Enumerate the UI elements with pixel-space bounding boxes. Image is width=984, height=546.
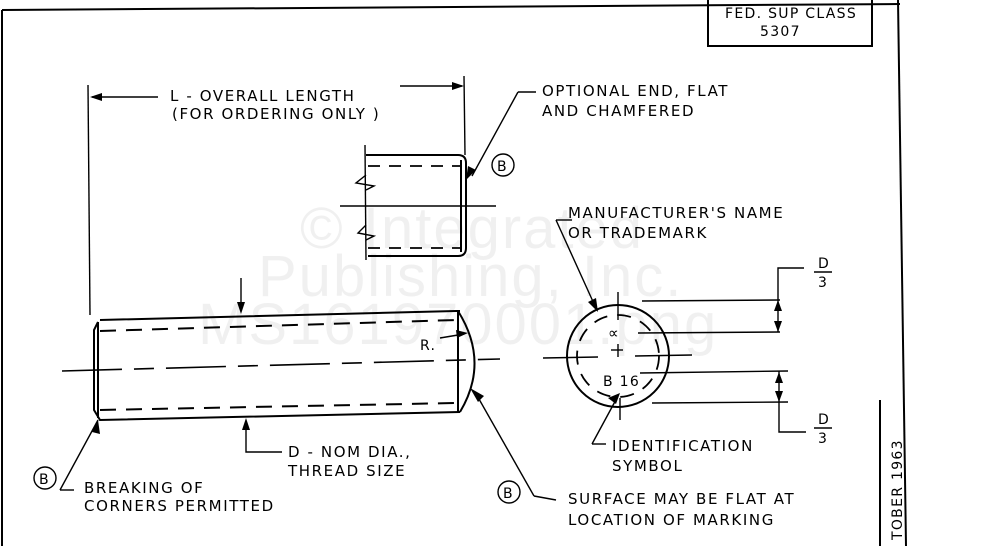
title-block: FED. SUP CLASS 5307 TOBER 1963 <box>707 0 906 541</box>
watermark-line-2: Publishing, Inc. <box>258 244 683 309</box>
d3-top-denominator: 3 <box>818 275 828 291</box>
screw-centerline <box>61 358 501 372</box>
extension-line-right <box>463 75 466 156</box>
identification-leader <box>591 395 619 445</box>
identification-label: IDENTIFICATION <box>612 437 754 455</box>
d3-bottom-ext-2 <box>651 401 789 404</box>
radius-arrow-icon <box>456 330 468 338</box>
manufacturer-leader <box>555 219 596 307</box>
callout-b-circle-left <box>33 466 57 490</box>
callout-b-left: B <box>39 472 50 488</box>
fsc-label: FED. SUP CLASS <box>725 6 857 22</box>
breaking-corners-note: B BREAKING OF CORNERS PERMITTED <box>33 419 275 515</box>
thread-size-label: THREAD SIZE <box>287 462 406 480</box>
d3-bottom-denominator: 3 <box>818 431 828 447</box>
radius-label: R. <box>420 338 436 354</box>
breaking-leader <box>59 419 99 491</box>
callout-b-bottom: B <box>503 486 514 502</box>
surface-leader-tail <box>533 495 557 501</box>
dia-leader <box>245 428 282 453</box>
surface-arrow-icon <box>470 388 484 402</box>
d3-top-arrow-up-icon <box>774 300 782 311</box>
overall-length-label: L - OVERALL LENGTH <box>170 87 356 105</box>
dia-arrow-bottom-icon <box>242 418 250 430</box>
surface-note: LOCATION OF MARKING <box>568 511 775 529</box>
extension-line-left <box>87 84 91 316</box>
callout-b-top: B <box>497 159 508 175</box>
manufacturer-note: OR TRADEMARK <box>568 224 708 242</box>
fsc-value: 5307 <box>760 24 801 40</box>
thread-root-bottom-line <box>99 402 457 411</box>
d3-bottom-numerator: D <box>818 412 830 428</box>
arrow-left-icon <box>90 93 102 101</box>
d3-bottom-arrow-down-icon <box>775 391 783 402</box>
d3-top-ext-1 <box>641 299 781 302</box>
d3-top-ext-2 <box>637 331 781 334</box>
break-zigzag-top <box>354 174 377 191</box>
end-view-h-centerline-left <box>542 356 599 359</box>
radius-end-arc <box>457 310 476 413</box>
dia-arrow-top-icon <box>237 302 245 314</box>
manufacturer-label: MANUFACTURER'S NAME <box>568 204 784 222</box>
surface-flat-note: B SURFACE MAY BE FLAT AT LOCATION OF MAR… <box>470 388 795 529</box>
optional-end-note: AND CHAMFERED <box>542 102 695 120</box>
d3-bottom-arrow-up-icon <box>775 372 783 383</box>
end-view-h-centerline-right <box>634 354 693 357</box>
breaking-arrow-icon <box>92 420 100 434</box>
optional-end-detail: B OPTIONAL END, FLAT AND CHAMFERED <box>340 82 729 261</box>
d3-top-arrow-down-icon <box>774 321 782 332</box>
watermark-line-1: © Integrated <box>300 196 644 261</box>
nom-dia-label: D - NOM DIA., <box>288 443 412 461</box>
date-text: TOBER 1963 <box>890 439 906 541</box>
identification-note: SYMBOL <box>612 457 683 475</box>
right-border-line <box>897 0 907 546</box>
breaking-label: BREAKING OF <box>84 479 204 497</box>
id-marking: B 16 <box>603 374 640 390</box>
d3-top-leader <box>777 267 804 300</box>
identification-arrow-icon <box>608 393 620 404</box>
break-zigzag-bottom <box>356 224 377 241</box>
sheet-border <box>1 0 907 546</box>
screw-end-view: ∝ B 16 MANUFACTURER'S NAME OR TRADEMARK … <box>542 204 784 475</box>
d3-top-numerator: D <box>818 256 830 272</box>
overall-length-dimension: L - OVERALL LENGTH (FOR ORDERING ONLY ) <box>87 75 466 316</box>
d-third-dimensions: D 3 D 3 <box>637 256 832 447</box>
break-line <box>364 144 367 261</box>
surface-leader <box>474 391 535 497</box>
callout-b-circle-bottom <box>497 480 521 504</box>
optional-end-label: OPTIONAL END, FLAT <box>542 82 729 100</box>
trademark-symbol: ∝ <box>608 324 620 342</box>
surface-label: SURFACE MAY BE FLAT AT <box>568 490 795 508</box>
screw-side-view: D - NOM DIA., THREAD SIZE R. <box>61 278 501 480</box>
d3-bottom-leader <box>778 402 806 433</box>
overall-length-note: (FOR ORDERING ONLY ) <box>172 105 380 123</box>
optional-end-arrow-icon <box>466 166 476 180</box>
d3-bottom-ext-1 <box>639 370 789 374</box>
arrow-right-icon <box>452 82 464 90</box>
thread-root-top-line <box>99 319 457 332</box>
top-border-line <box>1 3 901 11</box>
optional-end-leader <box>471 91 519 177</box>
fsc-box <box>707 0 873 47</box>
callout-b-circle-top <box>491 153 515 177</box>
watermark: © Integrated Publishing, Inc. MS16197000… <box>198 196 716 357</box>
breaking-note: CORNERS PERMITTED <box>84 497 275 515</box>
manufacturer-arrow-icon <box>588 298 598 312</box>
